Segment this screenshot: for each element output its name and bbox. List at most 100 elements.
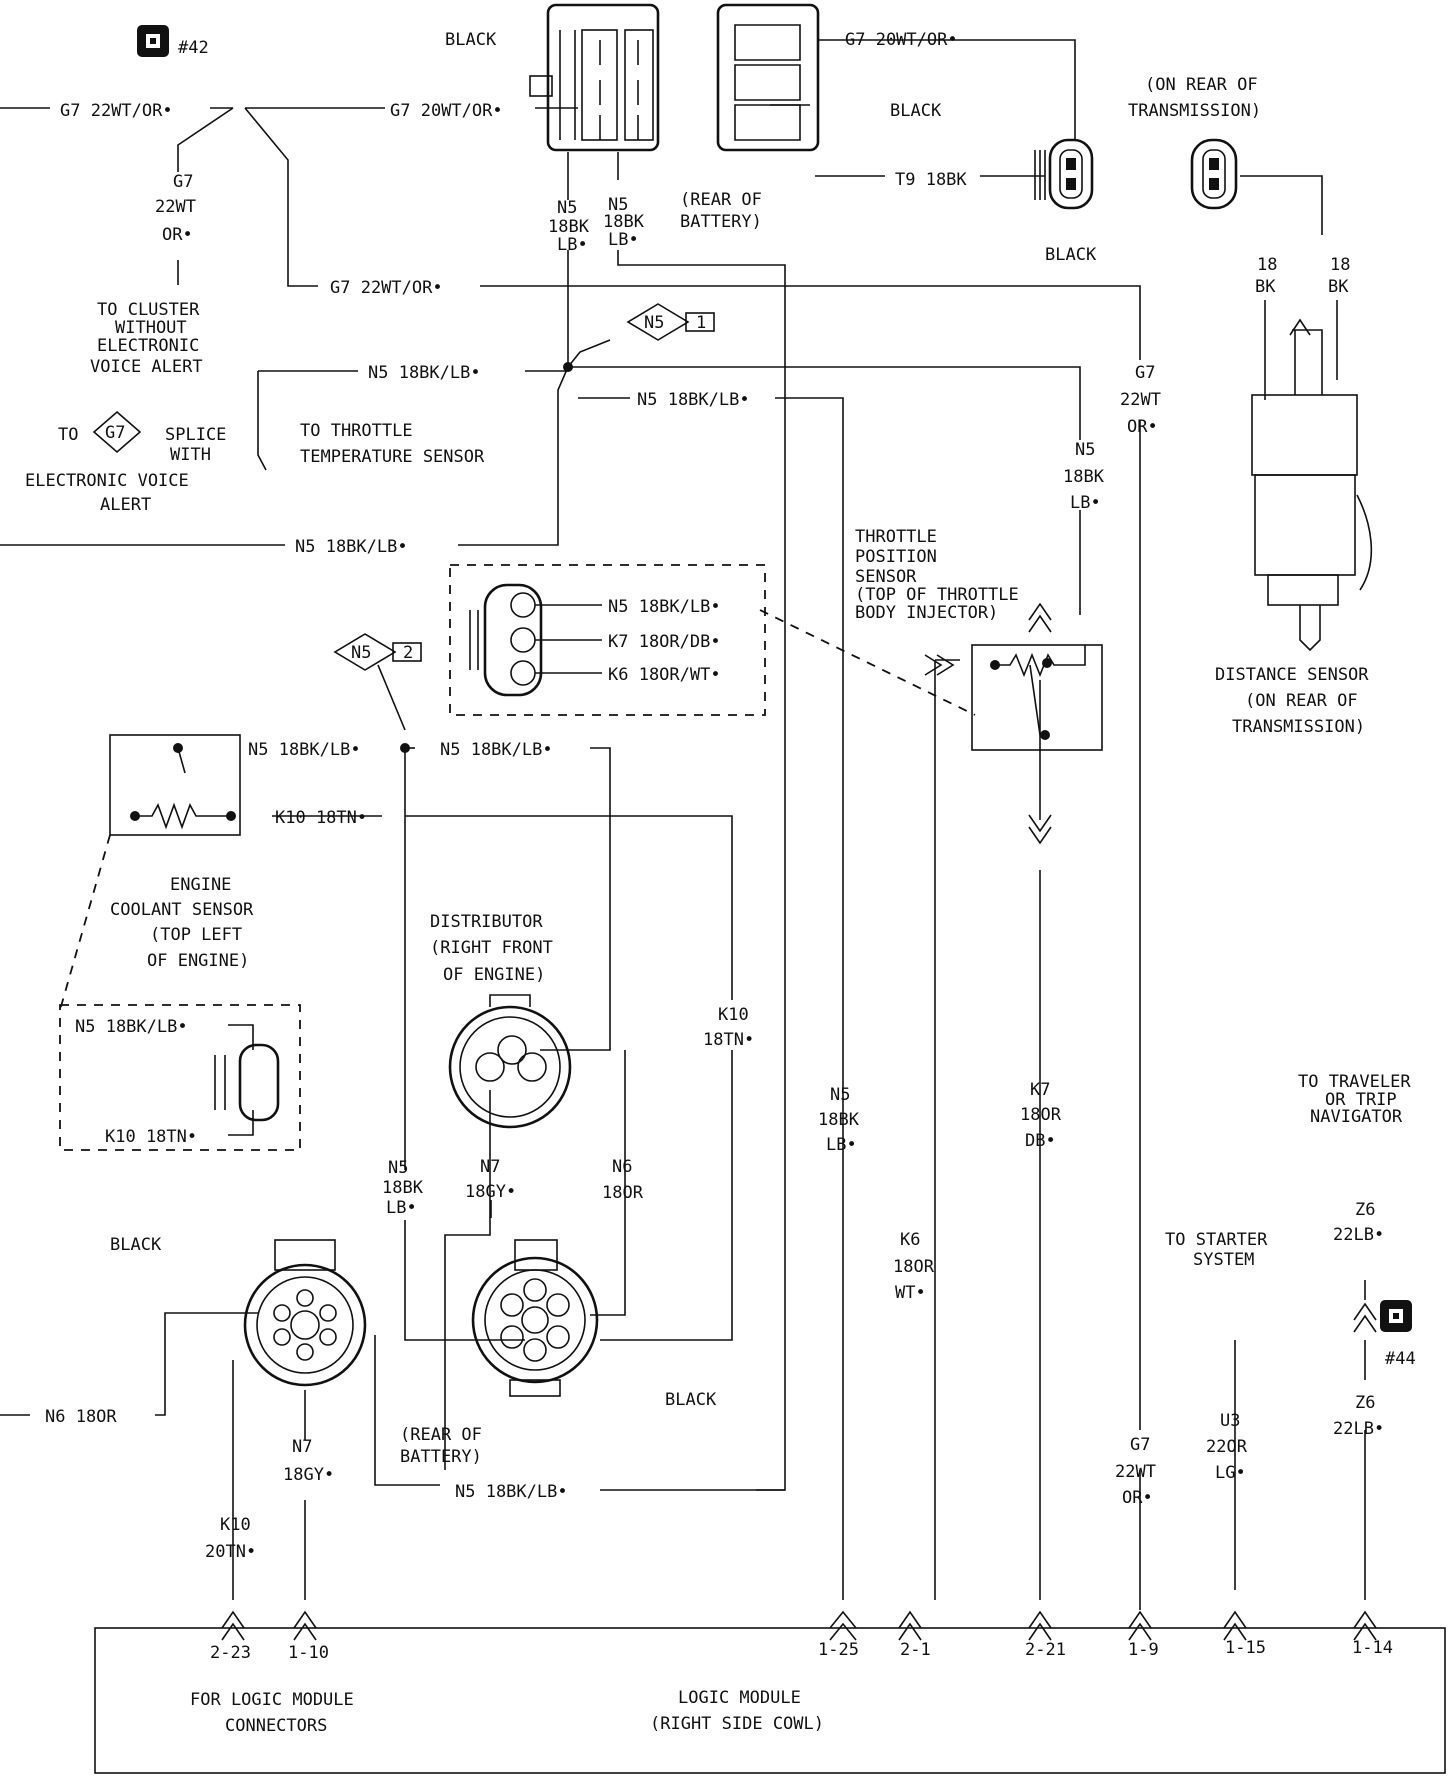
splice-n5-1-label: N5 xyxy=(644,313,664,333)
label-dist-1: DISTRIBUTOR xyxy=(430,912,543,932)
label-k10b-2: 20TN• xyxy=(205,1542,256,1562)
label-18bk-a1: 18 xyxy=(1257,255,1277,275)
label-n7b-1: N7 xyxy=(292,1437,312,1457)
label-n6-1: N6 xyxy=(612,1157,632,1177)
label-dist-sensor-2: (ON REAR OF xyxy=(1245,691,1358,711)
label-n5a-3: LB• xyxy=(557,235,588,255)
label-n5l-3: LB• xyxy=(386,1198,417,1218)
label-starter-2: SYSTEM xyxy=(1193,1250,1254,1270)
label-g7-22-left: G7 22WT/OR• xyxy=(60,101,173,121)
badge-44-label: #44 xyxy=(1385,1349,1416,1369)
pin-1-25: 1-25 xyxy=(818,1640,859,1660)
label-ecsbox-k10: K10 18TN• xyxy=(105,1127,197,1147)
label-dist-sensor-1: DISTANCE SENSOR xyxy=(1215,665,1369,685)
logic-connectors-note-1: FOR LOGIC MODULE xyxy=(190,1690,354,1710)
labels: BLACK G7 20WT/OR• BLACK G7 22WT/OR• G7 2… xyxy=(25,30,1411,1562)
label-z6a-1: Z6 xyxy=(1355,1200,1375,1220)
label-g7-20-left: G7 20WT/OR• xyxy=(390,101,503,121)
label-to: TO xyxy=(58,425,78,445)
label-tps-w2: K7 18OR/DB• xyxy=(608,632,721,652)
engine-coolant-sensor xyxy=(59,734,241,1011)
ground-badge-44: #44 xyxy=(1380,1300,1416,1369)
top-connector-black xyxy=(529,3,660,152)
label-n5-h3: N5 18BK/LB• xyxy=(295,537,408,557)
label-ecs-n5b: N5 18BK/LB• xyxy=(440,740,553,760)
label-ecs-3: (TOP LEFT xyxy=(150,925,242,945)
label-k7-2: 18OR xyxy=(1020,1105,1062,1125)
splice-n5-2-num: 2 xyxy=(403,643,413,663)
label-traveler-1: TO TRAVELER xyxy=(1298,1072,1411,1092)
label-dist-sensor-3: TRANSMISSION) xyxy=(1232,717,1365,737)
label-n7-2: 18GY• xyxy=(465,1182,516,1202)
label-g7r-3: OR• xyxy=(1127,417,1158,437)
pin-1-10: 1-10 xyxy=(288,1643,329,1663)
label-g7v-3: OR• xyxy=(162,225,193,245)
label-cluster-4: VOICE ALERT xyxy=(90,357,203,377)
splice-n5-1: N5 1 xyxy=(626,303,715,341)
label-splice: SPLICE xyxy=(165,425,226,445)
label-n6-left: N6 18OR xyxy=(45,1407,117,1427)
distance-sensor xyxy=(1251,318,1373,652)
label-traveler-2: OR TRIP xyxy=(1325,1090,1397,1110)
label-n5r-2: 18BK xyxy=(1063,467,1105,487)
label-on-rear-2: TRANSMISSION) xyxy=(1128,101,1261,121)
label-g7b-2: 22WT xyxy=(1115,1462,1156,1482)
label-u3-2: 22OR xyxy=(1206,1437,1248,1457)
label-n5r-3: LB• xyxy=(1070,493,1101,513)
label-n5-h2: N5 18BK/LB• xyxy=(637,390,750,410)
throttle-position-sensor xyxy=(971,644,1103,751)
label-g7-22-mid: G7 22WT/OR• xyxy=(330,278,443,298)
label-18bk-b2: BK xyxy=(1328,277,1349,297)
top-connector-rear-battery xyxy=(716,3,820,152)
label-g7b-1: G7 xyxy=(1130,1435,1150,1455)
label-z6a-2: 22LB• xyxy=(1333,1225,1384,1245)
label-k7-1: K7 xyxy=(1030,1080,1050,1100)
label-n5b-1: N5 xyxy=(608,195,628,215)
label-eva-1: ELECTRONIC VOICE xyxy=(25,471,189,491)
label-n5r-1: N5 xyxy=(1075,440,1095,460)
label-18bk-a2: BK xyxy=(1255,277,1276,297)
label-black-sensor: BLACK xyxy=(1045,245,1097,265)
pin-2-1: 2-1 xyxy=(900,1640,931,1660)
label-with: WITH xyxy=(170,445,211,465)
label-k6-3: WT• xyxy=(895,1283,926,1303)
label-throttle-temp-1: TO THROTTLE xyxy=(300,421,413,441)
label-g7-20-top: G7 20WT/OR• xyxy=(845,30,958,50)
label-u3-3: LG• xyxy=(1215,1463,1246,1483)
label-k10v-2: 18TN• xyxy=(703,1030,754,1050)
label-tps-w3: K6 18OR/WT• xyxy=(608,665,721,685)
label-n5-bottom: N5 18BK/LB• xyxy=(455,1482,568,1502)
label-ecs-2: COOLANT SENSOR xyxy=(110,900,254,920)
label-tps-2: POSITION xyxy=(855,547,937,567)
label-tps-5: BODY INJECTOR) xyxy=(855,603,998,623)
distributor xyxy=(448,994,572,1129)
label-n5-h1: N5 18BK/LB• xyxy=(368,363,481,383)
label-z6b-1: Z6 xyxy=(1355,1393,1375,1413)
label-n7-1: N7 xyxy=(480,1157,500,1177)
splice-n5-2: N5 2 xyxy=(333,633,422,671)
label-k6-2: 18OR xyxy=(893,1257,935,1277)
wires xyxy=(0,39,1366,1610)
label-black-conn2: BLACK xyxy=(665,1390,717,1410)
label-on-rear-1: (ON REAR OF xyxy=(1145,75,1258,95)
logic-module-title: LOGIC MODULE xyxy=(678,1688,801,1708)
label-g7v-2: 22WT xyxy=(155,197,196,217)
sensor-connector-1 xyxy=(1034,138,1094,210)
pin-2-23: 2-23 xyxy=(210,1643,251,1663)
pin-arrows xyxy=(221,602,1377,1641)
label-tps-1: THROTTLE xyxy=(855,527,937,547)
label-tps-w1: N5 18BK/LB• xyxy=(608,597,721,617)
tps-connector xyxy=(449,564,766,716)
label-dist-3: OF ENGINE) xyxy=(443,965,545,985)
logic-connector-rear-battery xyxy=(471,1239,599,1397)
label-k7-3: DB• xyxy=(1025,1131,1056,1151)
splice-g7-label: G7 xyxy=(105,423,125,443)
label-k10v-1: K10 xyxy=(718,1005,749,1025)
pin-2-21: 2-21 xyxy=(1025,1640,1066,1660)
label-rear-batt-2: BATTERY) xyxy=(680,212,762,232)
label-rear-batt-1: (REAR OF xyxy=(680,190,762,210)
label-n7b-2: 18GY• xyxy=(283,1465,334,1485)
label-tps-3: SENSOR xyxy=(855,567,917,587)
label-cluster-1: TO CLUSTER xyxy=(97,300,200,320)
